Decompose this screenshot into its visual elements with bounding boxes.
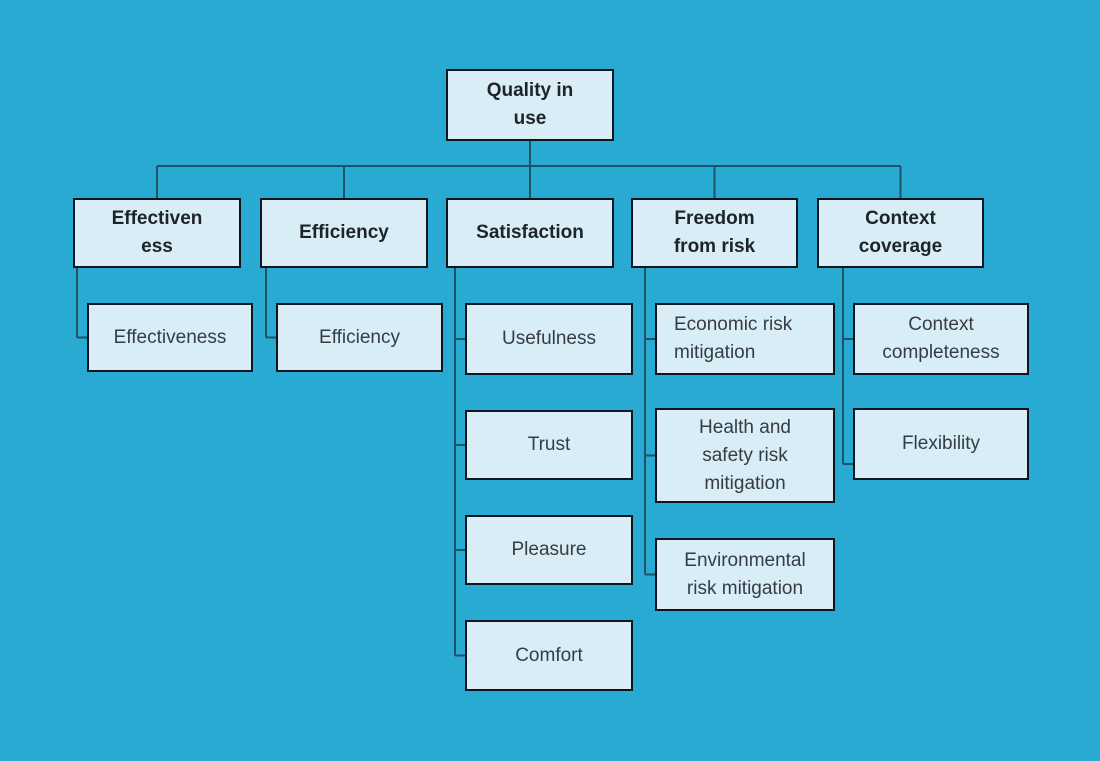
node-label-line: use — [513, 108, 547, 129]
node-label-line: Context — [908, 314, 974, 335]
node-label-line: Satisfaction — [476, 222, 584, 243]
node-usefulness[interactable]: Usefulness — [465, 303, 633, 375]
node-label-line: mitigation — [704, 472, 786, 494]
node-label-line: Effectiven — [111, 208, 203, 229]
node-label-line: Efficiency — [319, 326, 400, 348]
node-label-line: Flexibility — [901, 433, 981, 454]
node-comfort[interactable]: Comfort — [465, 620, 633, 691]
node-label-line: Comfort — [515, 644, 583, 666]
node-label-line: Pleasure — [511, 539, 587, 560]
node-label-line: Effectiveness — [113, 326, 227, 348]
node-label-line: ess — [141, 236, 173, 257]
node-label-line: mitigation — [674, 342, 756, 363]
node-pleasure[interactable]: Pleasure — [465, 515, 633, 585]
node-label-line: Quality in — [486, 80, 574, 101]
node-effectiveness-sub[interactable]: Effectiveness — [87, 303, 253, 372]
node-label-line: Freedom — [674, 208, 755, 229]
node-efficiency[interactable]: Efficiency — [260, 198, 428, 268]
node-label-line: Health and — [699, 416, 791, 438]
node-context-completeness[interactable]: Context completeness — [853, 303, 1029, 375]
node-label-line: safety risk — [702, 444, 788, 466]
node-environmental-risk-mitigation[interactable]: Environmental risk mitigation — [655, 538, 835, 611]
node-context-coverage[interactable]: Context coverage — [817, 198, 984, 268]
node-flexibility[interactable]: Flexibility — [853, 408, 1029, 480]
node-label-line: Context — [865, 208, 936, 229]
node-label-line: coverage — [858, 236, 943, 257]
node-label-line: Environmental — [684, 549, 806, 571]
node-label-line: Usefulness — [502, 328, 596, 349]
node-label-line: Economic risk — [674, 314, 793, 335]
node-label-line: Efficiency — [299, 222, 389, 243]
node-health-and-safety-risk-mitigation[interactable]: Health and safety risk mitigation — [655, 408, 835, 503]
node-effectiveness[interactable]: Effectiven ess — [73, 198, 241, 268]
node-economic-risk-mitigation[interactable]: Economic risk mitigation — [655, 303, 835, 375]
node-quality-in-use[interactable]: Quality in use — [446, 69, 614, 141]
node-satisfaction[interactable]: Satisfaction — [446, 198, 614, 268]
node-label-line: completeness — [882, 342, 1000, 363]
node-freedom-from-risk[interactable]: Freedom from risk — [631, 198, 798, 268]
node-trust[interactable]: Trust — [465, 410, 633, 480]
node-efficiency-sub[interactable]: Efficiency — [276, 303, 443, 372]
node-label-line: risk mitigation — [686, 577, 804, 599]
node-label-line: from risk — [673, 236, 756, 257]
node-label-line: Trust — [527, 434, 571, 455]
